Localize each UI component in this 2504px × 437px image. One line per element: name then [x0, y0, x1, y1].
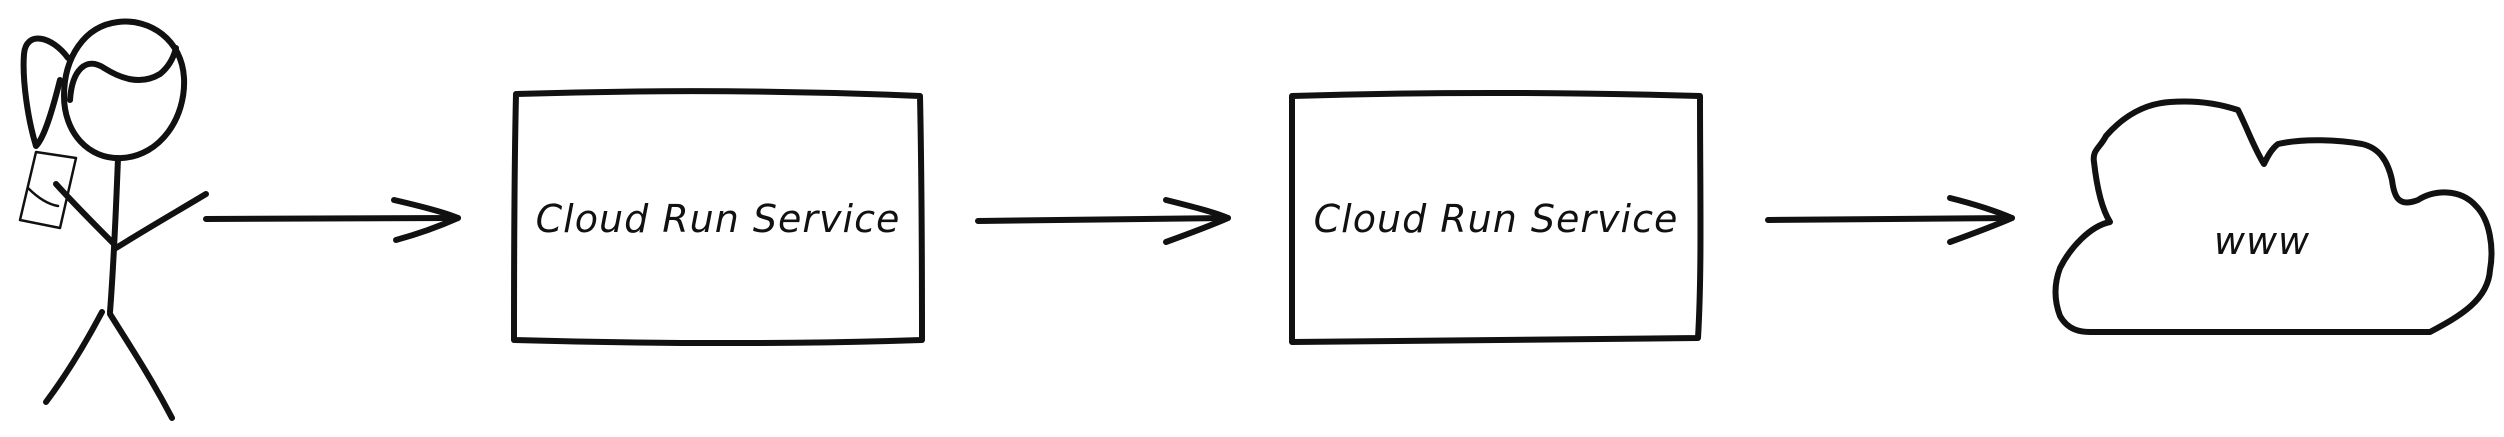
arrow-user-to-service1	[203, 197, 461, 243]
figure-head	[61, 18, 188, 162]
figure-arm-left	[53, 181, 117, 247]
service-box-1-border	[511, 88, 925, 346]
figure-arm-right	[113, 191, 209, 251]
figure-clipboard-fold	[26, 186, 60, 208]
arrow-service1-to-service2	[975, 197, 1231, 245]
arrow-service2-to-internet	[1765, 195, 2015, 245]
service-box-2: Cloud Run Service	[1289, 90, 1704, 345]
figure-leg-left	[43, 309, 105, 405]
cloud-label: www	[2214, 219, 2310, 263]
figure-clipboard	[18, 150, 78, 230]
figure-leg-right	[107, 311, 175, 421]
figure-ponytail	[20, 35, 71, 149]
arrow-shaft	[203, 215, 461, 222]
service-box-2-label: Cloud Run Service	[1314, 197, 1679, 241]
internet-cloud: www	[2052, 98, 2495, 335]
service-box-2-border	[1289, 90, 1704, 345]
service-box-1-label: Cloud Run Service	[536, 197, 901, 241]
figure-body	[107, 155, 121, 315]
arrow-head	[1163, 197, 1231, 245]
arrow-head	[391, 197, 461, 243]
arrow-shaft	[1765, 215, 2015, 223]
cloud-outline	[2052, 98, 2495, 335]
arrow-shaft	[975, 215, 1231, 224]
figure-hair-bangs	[67, 45, 179, 103]
arrow-head	[1947, 195, 2015, 245]
service-box-1: Cloud Run Service	[511, 88, 925, 346]
user-stick-figure	[18, 18, 209, 421]
